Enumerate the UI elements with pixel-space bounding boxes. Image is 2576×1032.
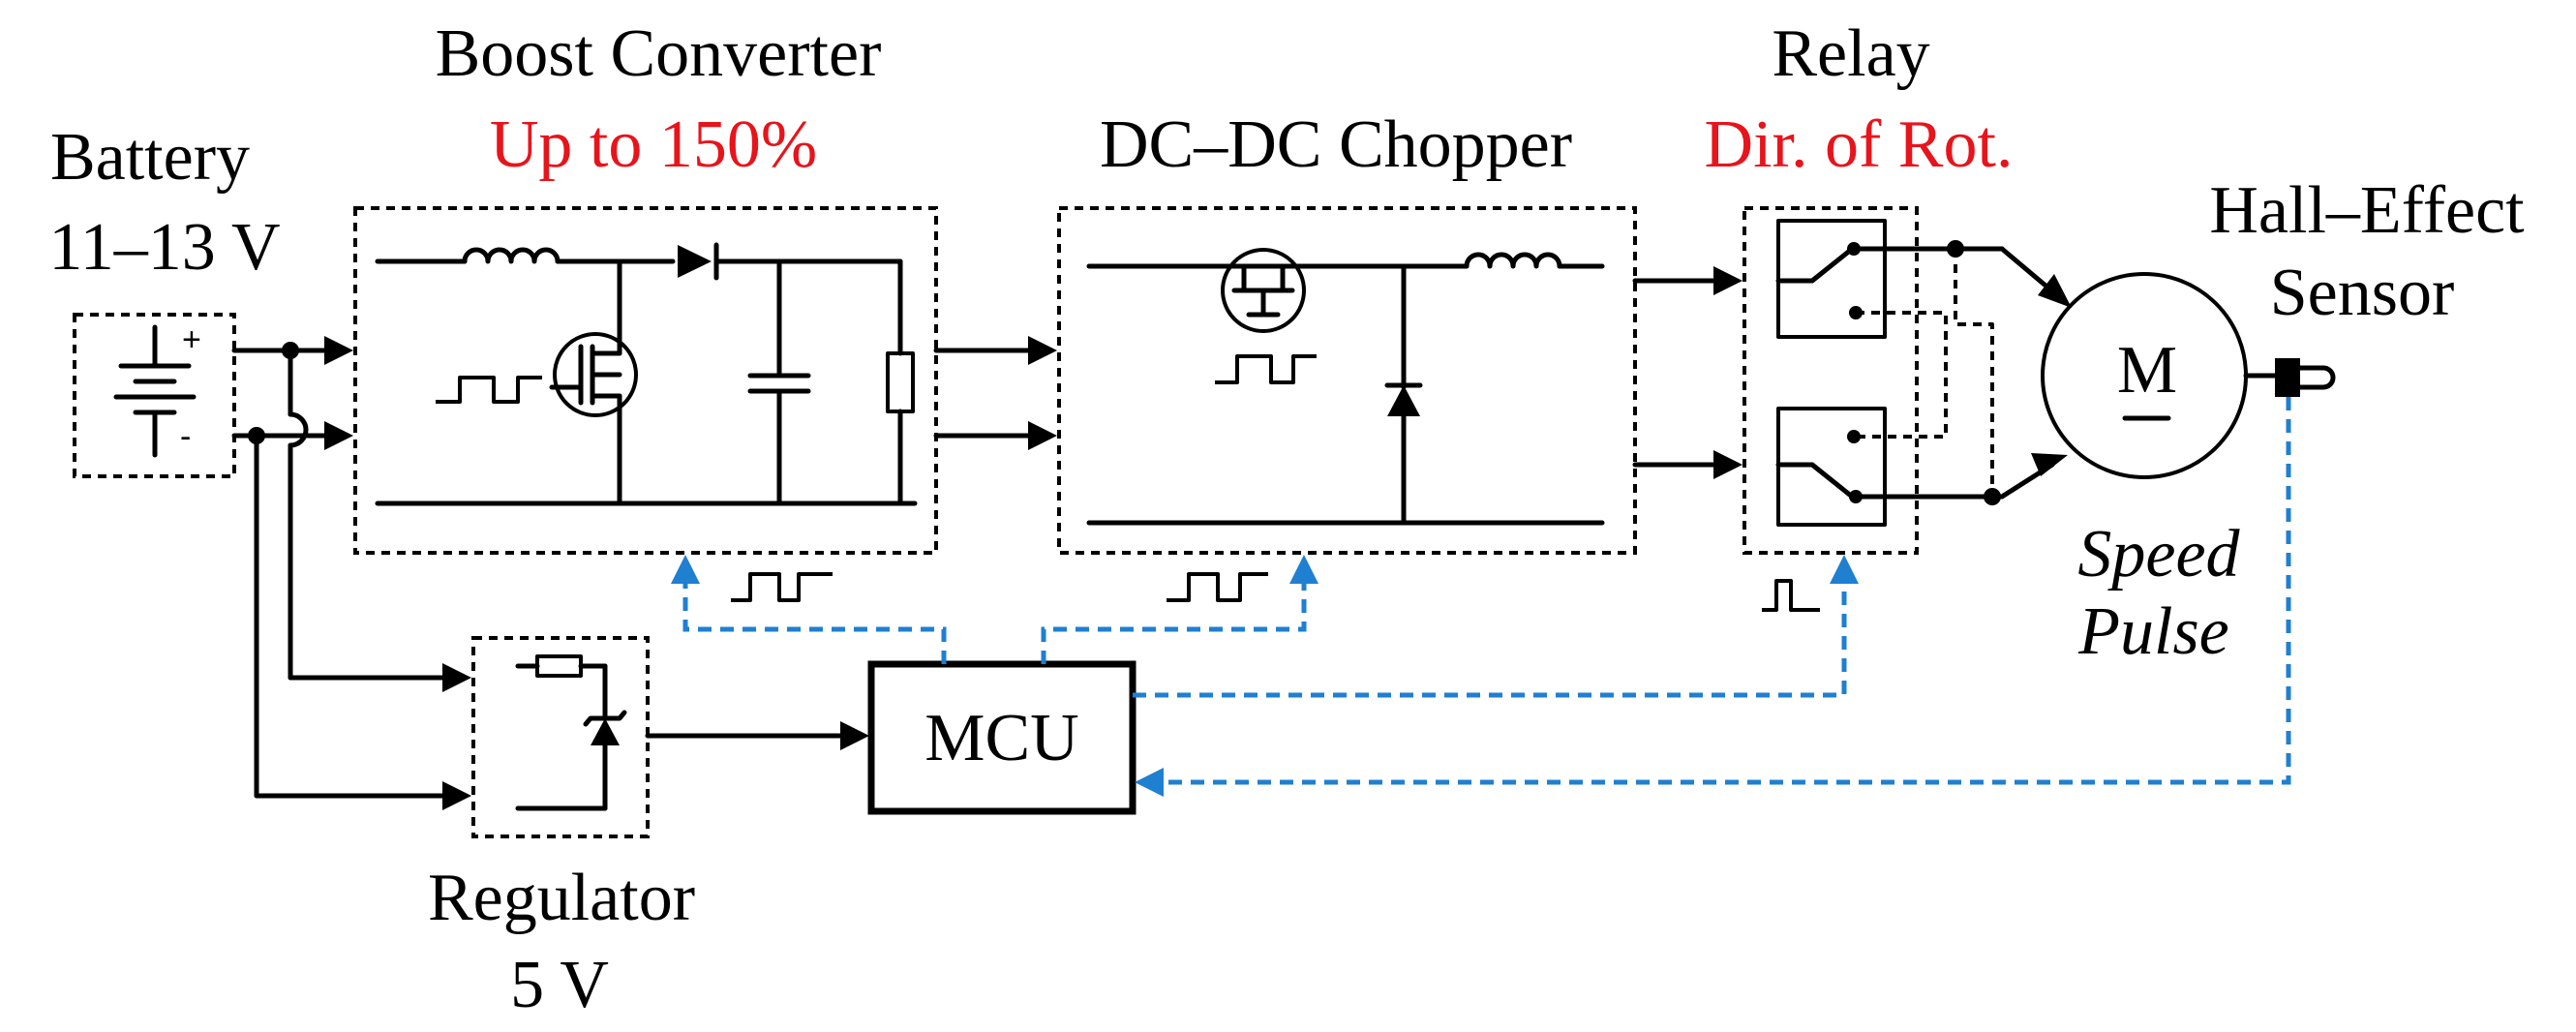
- relay-block: [1743, 206, 1919, 555]
- chopper-pwm-icon: [1167, 572, 1268, 602]
- hall-sensor-icon: [2275, 358, 2336, 397]
- inductor-icon: [462, 247, 561, 264]
- relay-note-label: Dir. of Rot.: [1705, 107, 2014, 182]
- battery-wiring: [231, 336, 471, 810]
- relay-control-line: [1133, 581, 1847, 698]
- relay-to-motor-wiring: [1851, 240, 2072, 505]
- chopper-control-line: [1041, 581, 1307, 664]
- svg-text:+: +: [182, 321, 201, 358]
- boost-note-label: Up to 150%: [490, 107, 817, 182]
- pwm-signal-icon: [436, 376, 542, 404]
- boost-control-line: [682, 581, 947, 664]
- battery-block: + -: [73, 313, 236, 478]
- chopper-inductor-icon: [1464, 252, 1562, 269]
- chopper-to-relay-wiring: [1632, 266, 1743, 479]
- diode-icon: [678, 242, 719, 281]
- battery-label: Battery: [50, 120, 250, 195]
- boost-converter-label: Boost Converter: [436, 16, 882, 91]
- boost-pwm-icon: [731, 572, 833, 602]
- chopper-mosfet-icon: [1221, 248, 1306, 333]
- mcu-label: MCU: [924, 701, 1078, 775]
- mosfet-icon: [549, 331, 638, 419]
- relay-pulse-icon: [1762, 579, 1820, 612]
- chopper-block: [1057, 206, 1637, 555]
- mcu-block: MCU: [867, 660, 1136, 815]
- speed-feedback-line: [1162, 397, 2291, 785]
- hall-sensor-label-line1: Hall–Effect: [2209, 173, 2525, 248]
- regulator-to-mcu-wiring: [645, 721, 869, 750]
- relay-label: Relay: [1772, 16, 1929, 91]
- regulator-voltage-label: 5 V: [510, 948, 609, 1022]
- chopper-pwm-signal-icon: [1215, 354, 1317, 384]
- boost-converter-block: [353, 206, 938, 555]
- relay-switch-bottom-icon: [1775, 430, 1863, 503]
- motor-block: M: [2041, 272, 2278, 479]
- battery-icon: + -: [113, 321, 201, 458]
- battery-voltage-label: 11–13 V: [48, 210, 280, 285]
- boost-to-chopper-wiring: [933, 336, 1057, 450]
- regulator-label: Regulator: [428, 861, 695, 935]
- control-signal-lines: [671, 397, 2291, 797]
- hall-sensor-label-line2: Sensor: [2270, 256, 2455, 330]
- speed-label: Speed: [2077, 517, 2240, 592]
- freewheel-diode-icon: [1384, 382, 1423, 416]
- chopper-label: DC–DC Chopper: [1100, 107, 1572, 182]
- zener-diode-icon: [583, 710, 627, 745]
- resistor-icon: [886, 351, 915, 413]
- regulator-block: [471, 636, 650, 838]
- pulse-label: Pulse: [2077, 594, 2229, 669]
- relay-switch-top-icon: [1775, 242, 1863, 319]
- svg-text:-: -: [180, 418, 191, 455]
- motor-label: M: [2117, 333, 2177, 408]
